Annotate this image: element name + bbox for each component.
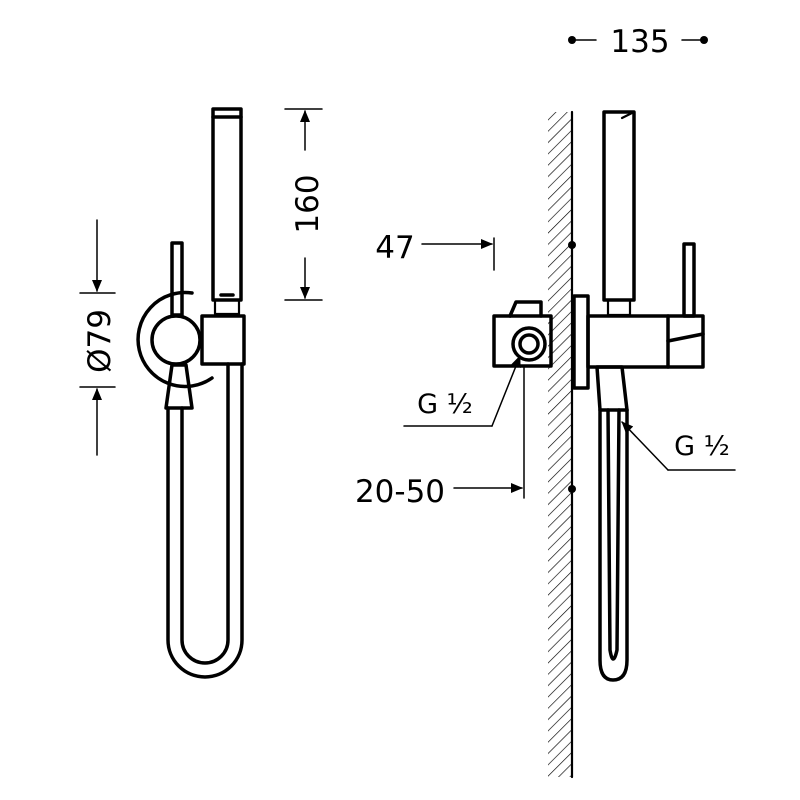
dim-projection-total: 135 [568, 24, 708, 60]
wall-mark-top [568, 241, 576, 249]
side-outlet [595, 365, 629, 412]
wall-section [548, 110, 574, 779]
dim-adjust-range: 20-50 [355, 365, 525, 510]
dim-height-handset-label: 160 [290, 174, 326, 233]
front-hose [166, 362, 244, 679]
dim-adjust-range-label: 20-50 [355, 474, 445, 510]
front-lever [170, 241, 184, 317]
dim-projection-total-label: 135 [610, 24, 669, 60]
dim-depth-valve-label: 47 [375, 230, 414, 266]
callout-outlet-thread: G ½ [621, 421, 736, 471]
callout-inlet-thread-label: G ½ [417, 389, 473, 420]
side-lever [682, 242, 696, 318]
front-body [200, 314, 246, 366]
callout-outlet-thread-label: G ½ [674, 431, 730, 462]
front-handset [211, 107, 243, 316]
concealed-valve [492, 300, 553, 368]
wall-mark-bottom [568, 485, 576, 493]
callout-inlet-thread: G ½ [403, 355, 521, 427]
side-flange [572, 294, 590, 390]
front-outlet [164, 363, 194, 410]
side-view: 135 47 20-50 G ½ G ½ [355, 24, 736, 779]
dim-diameter-label: Ø79 [82, 309, 118, 373]
dim-diameter: Ø79 [79, 219, 118, 456]
front-view: 160 Ø79 [79, 107, 326, 679]
side-handset [602, 110, 636, 317]
dim-depth-valve: 47 [375, 230, 495, 271]
side-hose [598, 408, 629, 682]
dim-height-handset: 160 [284, 108, 326, 301]
side-body [586, 314, 705, 369]
